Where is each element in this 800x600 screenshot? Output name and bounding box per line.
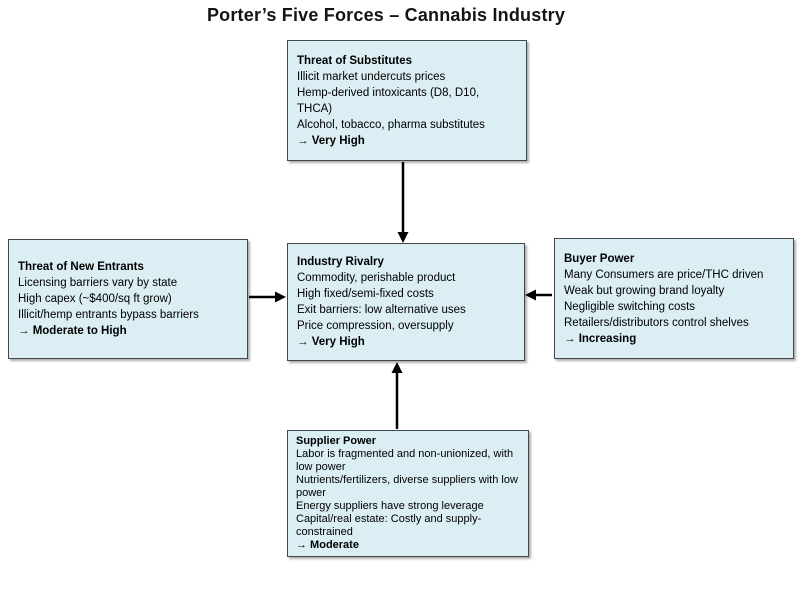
- rivalry-title: Industry Rivalry: [297, 256, 384, 268]
- substitutes-line-3: Alcohol, tobacco, pharma substitutes: [297, 118, 485, 131]
- substitutes-line-2: Hemp-derived intoxicants (D8, D10, THCA): [297, 86, 480, 115]
- substitutes-title: Threat of Substitutes: [297, 54, 413, 67]
- arrow-substitutes-to-rivalry-icon: [397, 162, 409, 243]
- substitutes-box: Threat of Substitutes Illicit market und…: [287, 40, 527, 161]
- arrow-new-entrants-to-rivalry-icon: [249, 291, 286, 303]
- buyer-power-line-2: Weak but growing brand loyalty: [564, 284, 725, 297]
- supplier-power-line-1: Labor is fragmented and non-unionized, w…: [296, 448, 514, 473]
- rivalry-line-3: Exit barriers: low alternative uses: [297, 304, 466, 316]
- substitutes-line-1: Illicit market undercuts prices: [297, 70, 446, 83]
- rivalry-rating: → Very High: [297, 336, 365, 348]
- supplier-power-line-2: Nutrients/fertilizers, diverse suppliers…: [296, 474, 518, 499]
- buyer-power-box: Buyer Power Many Consumers are price/THC…: [554, 238, 794, 359]
- rivalry-line-2: High fixed/semi-fixed costs: [297, 288, 434, 300]
- buyer-power-line-4: Retailers/distributors control shelves: [564, 316, 749, 329]
- supplier-power-rating: → Moderate: [296, 539, 359, 551]
- buyer-power-title: Buyer Power: [564, 252, 635, 265]
- substitutes-rating: → Very High: [297, 134, 365, 147]
- supplier-power-box: Supplier Power Labor is fragmented and n…: [287, 430, 529, 557]
- buyer-power-rating: → Increasing: [564, 332, 637, 345]
- arrow-buyer-to-rivalry-icon: [525, 289, 552, 301]
- new-entrants-title: Threat of New Entrants: [18, 261, 144, 273]
- new-entrants-line-1: Licensing barriers vary by state: [18, 277, 178, 289]
- buyer-power-line-1: Many Consumers are price/THC driven: [564, 268, 764, 281]
- supplier-power-line-4: Capital/real estate: Costly and supply-c…: [296, 513, 482, 538]
- buyer-power-line-3: Negligible switching costs: [564, 300, 696, 313]
- new-entrants-rating: → Moderate to High: [18, 325, 127, 337]
- supplier-power-line-3: Energy suppliers have strong leverage: [296, 500, 484, 512]
- rivalry-line-4: Price compression, oversupply: [297, 320, 454, 332]
- page-title: Porter’s Five Forces – Cannabis Industry: [206, 5, 566, 25]
- new-entrants-box: Threat of New Entrants Licensing barrier…: [8, 239, 248, 359]
- rivalry-line-1: Commodity, perishable product: [297, 272, 456, 284]
- new-entrants-line-3: Illicit/hemp entrants bypass barriers: [18, 309, 199, 321]
- new-entrants-line-2: High capex (~$400/sq ft grow): [18, 293, 172, 305]
- rivalry-box: Industry Rivalry Commodity, perishable p…: [287, 243, 525, 361]
- arrow-supplier-to-rivalry-icon: [391, 362, 403, 429]
- supplier-power-title: Supplier Power: [296, 435, 377, 447]
